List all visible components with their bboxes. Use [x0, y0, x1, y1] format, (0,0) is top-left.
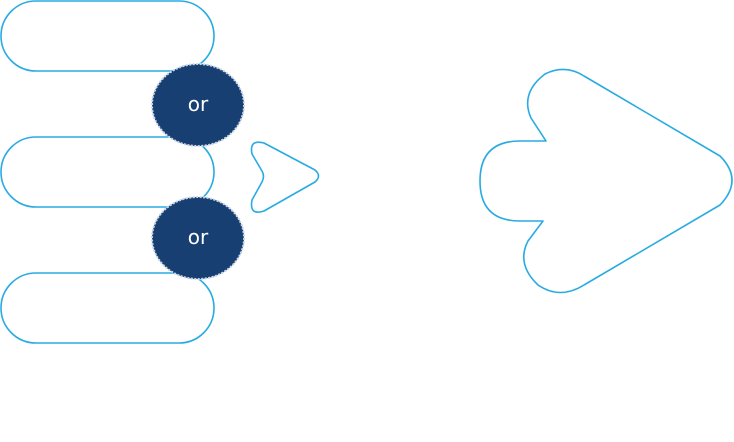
or-badge-2: or: [151, 196, 245, 280]
option-box-1: [0, 0, 215, 72]
or-label-1: or: [188, 92, 209, 116]
or-label-2: or: [188, 225, 209, 249]
or-badge-1: or: [151, 63, 245, 147]
small-arrow-icon: [250, 141, 320, 213]
option-box-2: [0, 136, 215, 208]
option-box-3: [0, 272, 215, 344]
large-arrow-icon: [479, 68, 733, 294]
